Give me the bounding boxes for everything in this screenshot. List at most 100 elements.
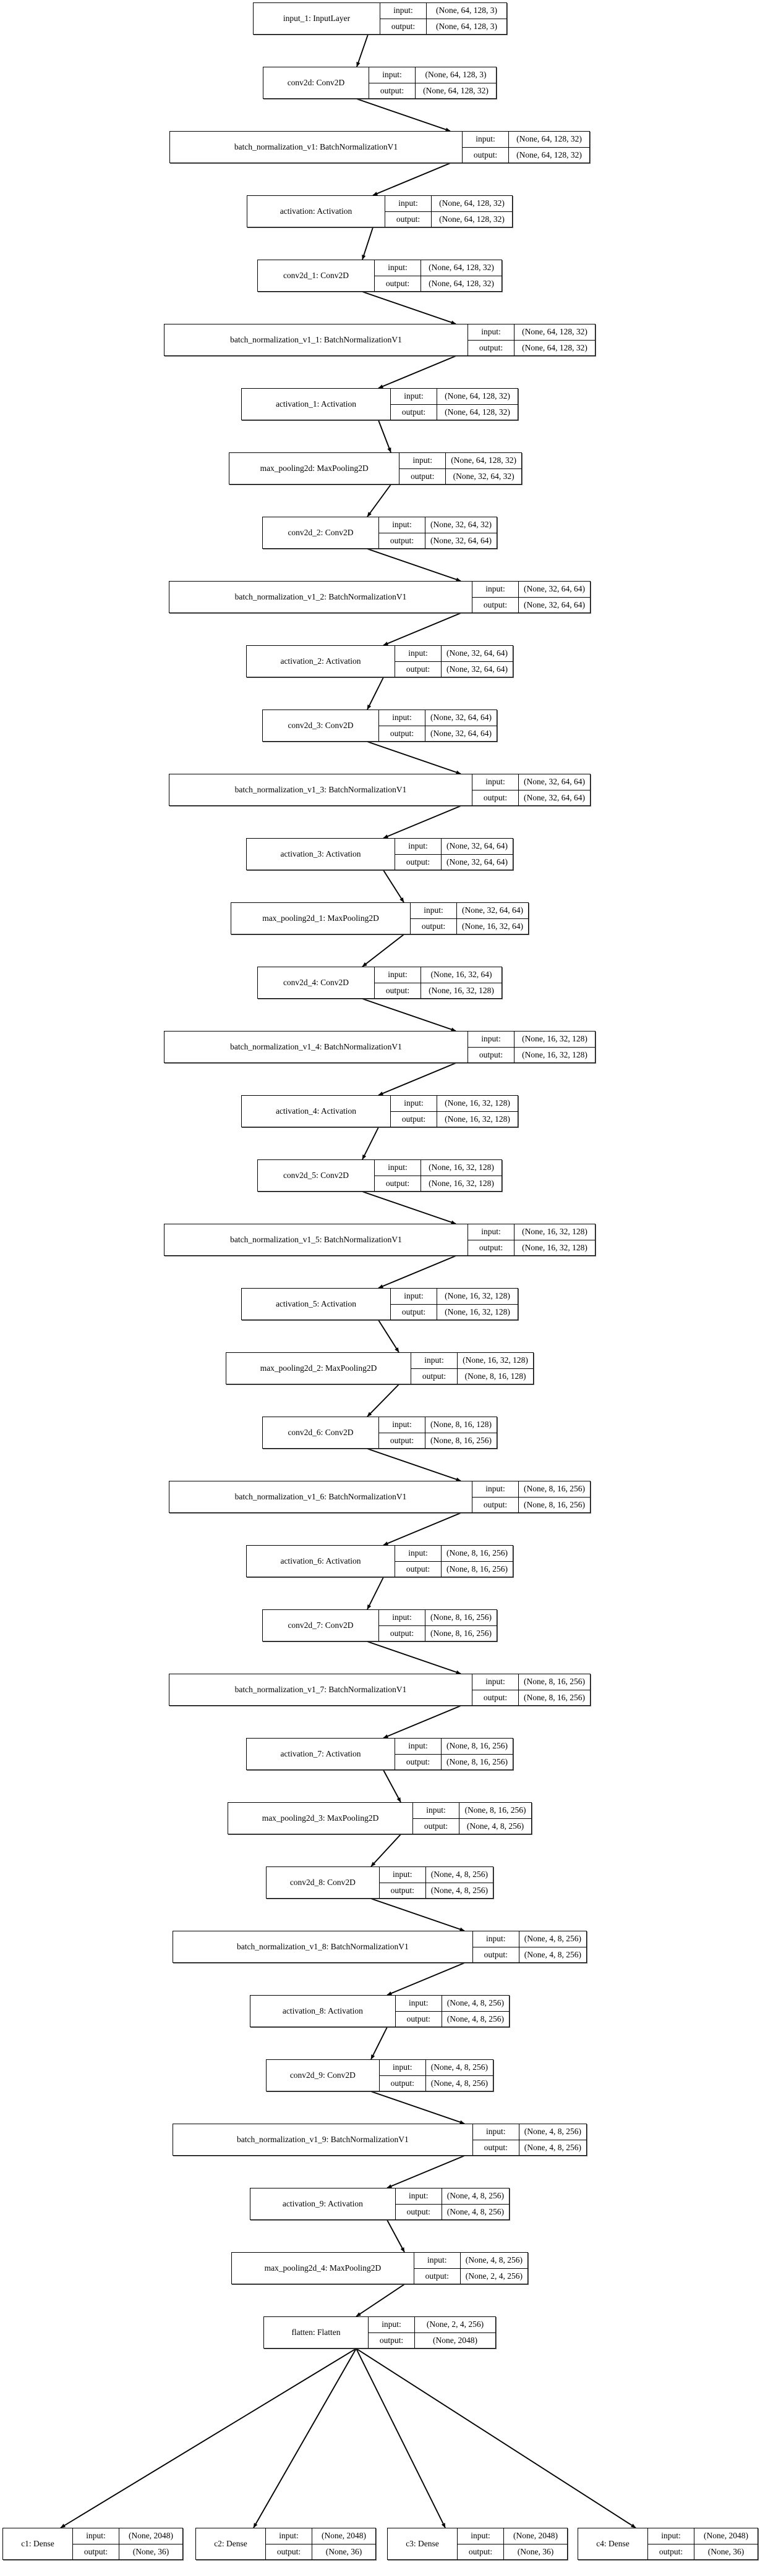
input-label: input: <box>380 1867 426 1883</box>
layer-name-c1: c1: Dense <box>3 2528 73 2559</box>
layer-name-batch_normalization_v1_8: batch_normalization_v1_8: BatchNormaliza… <box>173 1931 473 1962</box>
io-table-input_1: input:(None, 64, 128, 3)output:(None, 64… <box>380 3 506 34</box>
io-table-max_pooling2d_3: input:(None, 8, 16, 256)output:(None, 4,… <box>413 1803 531 1834</box>
edge-max_pooling2d-to-conv2d_2 <box>367 484 391 517</box>
edge-conv2d_9-to-batch_normalization_v1_9 <box>370 2091 465 2124</box>
input-shape-flatten: (None, 2, 4, 256) <box>426 2320 484 2329</box>
edge-flatten-to-c1 <box>60 2348 357 2528</box>
edge-conv2d_2-to-batch_normalization_v1_2 <box>367 548 461 582</box>
input-shape-batch_normalization_v1_9: (None, 4, 8, 256) <box>524 2127 581 2137</box>
output-shape-batch_normalization_v1: (None, 64, 128, 32) <box>516 150 582 159</box>
output-shape-batch_normalization_v1_6: (None, 8, 16, 256) <box>524 1499 585 1509</box>
layer-name-batch_normalization_v1: batch_normalization_v1: BatchNormalizati… <box>170 132 463 163</box>
input-row-activation_8: input:(None, 4, 8, 256) <box>395 1996 509 2012</box>
input-shape-batch_normalization_v1_8: (None, 4, 8, 256) <box>524 1934 581 1944</box>
input-shape-activation_2: (None, 32, 64, 64) <box>446 648 508 658</box>
output-row-conv2d_5: output:(None, 16, 32, 128) <box>375 1176 502 1191</box>
input-row-max_pooling2d_4: input:(None, 4, 8, 256) <box>414 2253 527 2269</box>
layer-node-batch_normalization_v1_5[interactable]: batch_normalization_v1_5: BatchNormaliza… <box>164 1224 596 1256</box>
input-row-activation_3: input:(None, 32, 64, 64) <box>395 839 513 855</box>
output-shape-conv2d_4: (None, 16, 32, 128) <box>429 985 494 995</box>
output-row-conv2d_6: output:(None, 8, 16, 256) <box>379 1433 497 1448</box>
output-shape-activation_5: (None, 16, 32, 128) <box>445 1307 510 1316</box>
input-shape-conv2d_7: (None, 8, 16, 256) <box>430 1612 492 1622</box>
layer-name-conv2d_5: conv2d_5: Conv2D <box>258 1160 375 1191</box>
output-label: output: <box>399 468 446 484</box>
io-table-activation: input:(None, 64, 128, 32)output:(None, 6… <box>385 196 512 227</box>
edge-activation_8-to-conv2d_9 <box>370 2027 388 2060</box>
layer-node-batch_normalization_v1_3[interactable]: batch_normalization_v1_3: BatchNormaliza… <box>169 774 591 806</box>
edge-activation_9-to-max_pooling2d_4 <box>386 2219 405 2253</box>
input-label: input: <box>396 1996 442 2011</box>
input-row-max_pooling2d_3: input:(None, 8, 16, 256) <box>413 1803 531 1819</box>
io-table-batch_normalization_v1_9: input:(None, 4, 8, 256)output:(None, 4, … <box>472 2124 586 2155</box>
layer-node-batch_normalization_v1_2[interactable]: batch_normalization_v1_2: BatchNormaliza… <box>169 581 591 613</box>
layer-node-batch_normalization_v1_8[interactable]: batch_normalization_v1_8: BatchNormaliza… <box>173 1931 587 1963</box>
layer-node-batch_normalization_v1[interactable]: batch_normalization_v1: BatchNormalizati… <box>169 131 590 163</box>
input-label: input: <box>472 1481 519 1497</box>
edge-batch_normalization_v1_6-to-activation_6 <box>383 1512 461 1546</box>
edge-batch_normalization_v1_7-to-activation_7 <box>383 1705 461 1739</box>
io-table-conv2d_2: input:(None, 32, 64, 32)output:(None, 32… <box>379 517 497 548</box>
output-label: output: <box>472 1497 519 1512</box>
input-label: input: <box>369 67 416 83</box>
input-row-conv2d: input:(None, 64, 128, 3) <box>369 67 496 83</box>
input-row-max_pooling2d_1: input:(None, 32, 64, 64) <box>411 903 528 919</box>
output-label: output: <box>472 1690 519 1705</box>
io-table-conv2d_4: input:(None, 16, 32, 64)output:(None, 16… <box>375 967 502 998</box>
output-shape-conv2d_8: (None, 4, 8, 256) <box>430 1885 488 1895</box>
input-shape-max_pooling2d_3: (None, 8, 16, 256) <box>464 1805 526 1815</box>
input-shape-batch_normalization_v1_2: (None, 32, 64, 64) <box>524 584 585 594</box>
output-row-batch_normalization_v1_5: output:(None, 16, 32, 128) <box>468 1240 595 1255</box>
output-shape-activation: (None, 64, 128, 32) <box>439 214 505 224</box>
layer-node-batch_normalization_v1_9[interactable]: batch_normalization_v1_9: BatchNormaliza… <box>173 2124 587 2156</box>
input-row-input_1: input:(None, 64, 128, 3) <box>380 3 506 19</box>
input-row-flatten: input:(None, 2, 4, 256) <box>369 2317 495 2333</box>
layer-node-batch_normalization_v1_7[interactable]: batch_normalization_v1_7: BatchNormaliza… <box>169 1674 591 1706</box>
layer-node-batch_normalization_v1_1[interactable]: batch_normalization_v1_1: BatchNormaliza… <box>164 324 596 356</box>
output-label: output: <box>396 2204 442 2219</box>
edge-conv2d-to-batch_normalization_v1 <box>356 98 451 132</box>
output-row-c2: output:(None, 36) <box>266 2544 375 2559</box>
edge-conv2d_5-to-batch_normalization_v1_5 <box>362 1191 456 1224</box>
layer-node-batch_normalization_v1_4[interactable]: batch_normalization_v1_4: BatchNormaliza… <box>164 1031 596 1063</box>
input-row-conv2d_6: input:(None, 8, 16, 128) <box>379 1417 497 1433</box>
edge-conv2d_8-to-batch_normalization_v1_8 <box>370 1898 465 1931</box>
layer-node-batch_normalization_v1_6[interactable]: batch_normalization_v1_6: BatchNormaliza… <box>169 1481 591 1513</box>
output-row-conv2d_2: output:(None, 32, 64, 64) <box>379 533 497 548</box>
layer-name-batch_normalization_v1_5: batch_normalization_v1_5: BatchNormaliza… <box>164 1224 468 1255</box>
output-label: output: <box>411 918 458 934</box>
layer-name-batch_normalization_v1_9: batch_normalization_v1_9: BatchNormaliza… <box>173 2124 473 2155</box>
